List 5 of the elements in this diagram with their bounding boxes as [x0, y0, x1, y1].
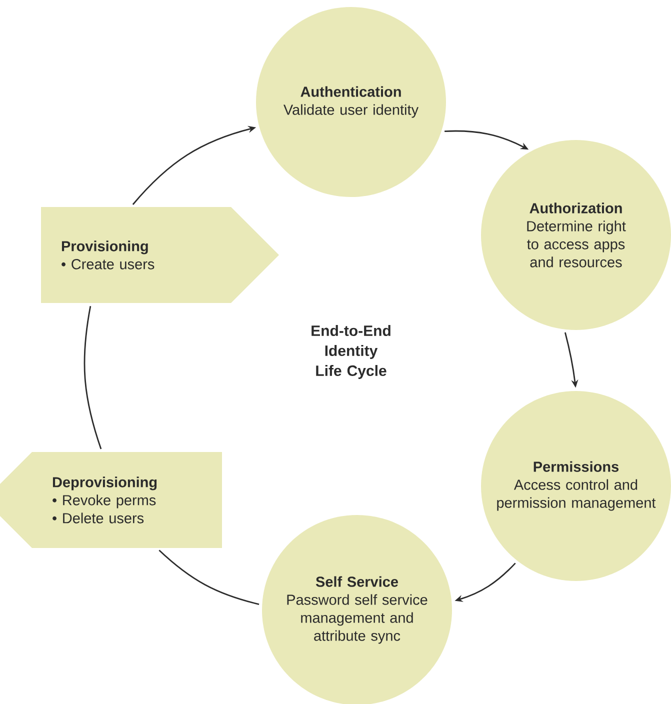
center-title: End-to-End Identity Life Cycle [312, 325, 390, 379]
connector-line [84, 306, 102, 450]
connector-line [158, 550, 260, 605]
arrow-shape-box: Provisioning • Create users [41, 207, 279, 303]
arrow-shape-box: Deprovisioning • Revoke perms • Delete users [0, 452, 222, 548]
